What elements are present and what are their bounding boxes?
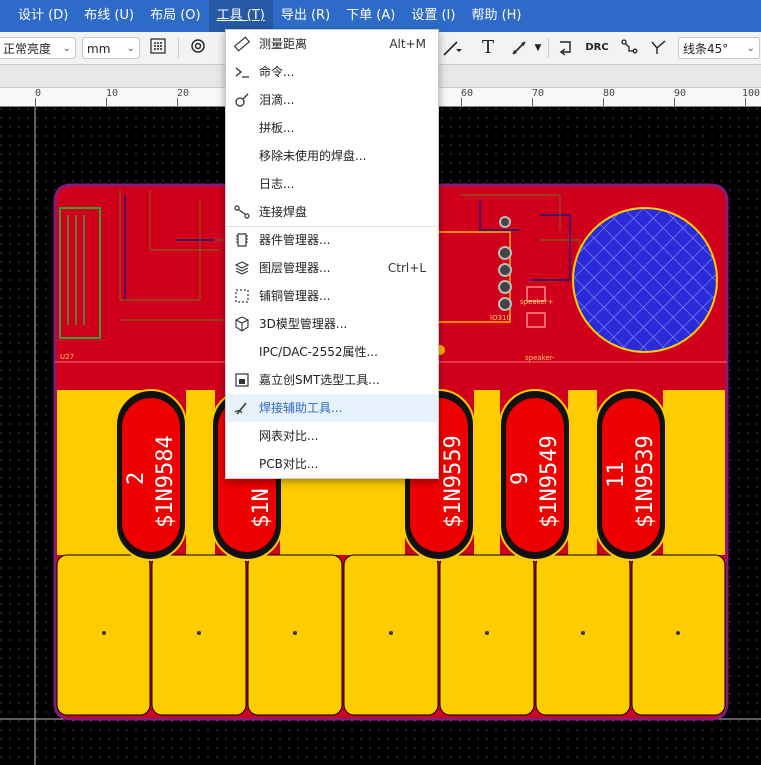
pad-net-label: $1N9549 xyxy=(537,435,562,528)
menu-item-shortcut: Ctrl+L xyxy=(388,254,426,282)
menu-export[interactable]: 导出 (R) xyxy=(273,0,338,32)
pad-number: 9 xyxy=(508,472,533,485)
menu-item-label: 嘉立创SMT选型工具... xyxy=(259,366,380,394)
import-changes-icon[interactable] xyxy=(556,38,576,58)
menu-item-label: 网表对比... xyxy=(259,422,318,450)
menu-item-label: 泪滴... xyxy=(259,86,294,114)
route-track-icon[interactable] xyxy=(619,38,639,58)
menu-item-teardrop[interactable]: 泪滴... xyxy=(226,86,438,114)
speaker-minus-label: speaker- xyxy=(525,354,555,362)
menu-item-label: 命令... xyxy=(259,58,294,86)
menu-item-label: PCB对比... xyxy=(259,450,318,478)
menu-bar: 设计 (D) 布线 (U) 布局 (O) 工具 (T) 导出 (R) 下单 (A… xyxy=(0,0,761,32)
ruler-tick-label: 20 xyxy=(177,88,189,99)
menu-tools[interactable]: 工具 (T) xyxy=(209,0,273,32)
terminal-icon xyxy=(234,64,250,80)
grid-icon[interactable] xyxy=(148,38,168,58)
menu-layout[interactable]: 布局 (O) xyxy=(142,0,209,32)
ruler-tick-label: 90 xyxy=(674,88,686,99)
menu-item-label: 移除未使用的焊盘... xyxy=(259,142,366,170)
dimension-tool-icon[interactable] xyxy=(510,38,530,58)
menu-item-label: 焊接辅助工具... xyxy=(259,394,342,422)
route-mode-select[interactable]: 线条45° ⌄ xyxy=(678,37,760,59)
chevron-down-icon: ⌄ xyxy=(127,38,135,60)
line-tool-icon[interactable] xyxy=(442,38,462,58)
menu-item-3d-model-manager[interactable]: 3D模型管理器... xyxy=(226,310,438,338)
menu-item-netlist-compare[interactable]: 网表对比... xyxy=(226,422,438,450)
pad-net-label: $1N xyxy=(249,488,274,528)
speaker-plus-label: speaker+ xyxy=(520,298,554,306)
toolbar-divider xyxy=(548,38,549,58)
brightness-value: 正常亮度 xyxy=(3,42,51,56)
pad-net-label: $1N9559 xyxy=(441,435,466,528)
menu-item-command[interactable]: 命令... xyxy=(226,58,438,86)
designator-u27: U27 xyxy=(60,353,74,361)
menu-item-component-manager[interactable]: 器件管理器... xyxy=(226,226,438,254)
drc-button[interactable]: DRC xyxy=(584,38,610,58)
menu-item-shortcut: Alt+M xyxy=(389,30,426,58)
menu-item-label: 图层管理器... xyxy=(259,254,330,282)
pad-number: 2 xyxy=(124,472,149,485)
brightness-select[interactable]: 正常亮度 ⌄ xyxy=(0,37,76,59)
menu-item-label: IPC/DAC-2552属性... xyxy=(259,338,378,366)
menu-item-log[interactable]: 日志... xyxy=(226,170,438,198)
tools-menu-dropdown: 测量距离 Alt+M 命令... 泪滴... 拼板... 移除未使用的焊盘...… xyxy=(225,29,439,479)
menu-help[interactable]: 帮助 (H) xyxy=(463,0,529,32)
snap-target-icon[interactable] xyxy=(188,38,208,58)
teardrop-icon xyxy=(234,92,250,108)
menu-item-copper-pour-manager[interactable]: 铺铜管理器... xyxy=(226,282,438,310)
menu-item-label: 铺铜管理器... xyxy=(259,282,330,310)
unit-value: mm xyxy=(87,42,110,56)
ruler-tick-label: 60 xyxy=(461,88,473,99)
smt-selection-icon xyxy=(234,372,250,388)
chevron-down-icon: ⌄ xyxy=(747,38,755,60)
menu-item-measure-distance[interactable]: 测量距离 Alt+M xyxy=(226,30,438,58)
unit-select[interactable]: mm ⌄ xyxy=(82,37,140,59)
menu-item-ipc-dac-properties[interactable]: IPC/DAC-2552属性... xyxy=(226,338,438,366)
ruler-icon xyxy=(234,36,250,52)
io-label: IO310 xyxy=(490,314,511,322)
ruler-tick-label: 70 xyxy=(532,88,544,99)
chevron-down-icon[interactable]: ▼ xyxy=(528,38,548,58)
ruler-tick-label: 80 xyxy=(603,88,615,99)
ruler-tick-label: 10 xyxy=(106,88,118,99)
connect-pads-icon xyxy=(234,204,250,220)
menu-item-connect-pads[interactable]: 连接焊盘 xyxy=(226,198,438,226)
menu-item-label: 器件管理器... xyxy=(259,226,330,254)
pad-net-label: $1N9584 xyxy=(153,435,178,528)
copper-pour-icon xyxy=(234,288,250,304)
toolbar-divider xyxy=(178,38,179,58)
menu-route[interactable]: 布线 (U) xyxy=(76,0,142,32)
pad-net-label: $1N9539 xyxy=(633,435,658,528)
chevron-down-icon: ⌄ xyxy=(63,38,71,60)
menu-item-panelize[interactable]: 拼板... xyxy=(226,114,438,142)
menu-item-label: 连接焊盘 xyxy=(259,198,307,226)
menu-item-layer-manager[interactable]: 图层管理器... Ctrl+L xyxy=(226,254,438,282)
menu-item-label: 测量距离 xyxy=(259,30,307,58)
menu-settings[interactable]: 设置 (I) xyxy=(403,0,463,32)
menu-item-label: 日志... xyxy=(259,170,294,198)
menu-order[interactable]: 下单 (A) xyxy=(338,0,403,32)
menu-item-label: 3D模型管理器... xyxy=(259,310,347,338)
menu-item-soldering-assistant[interactable]: 焊接辅助工具... xyxy=(226,394,438,422)
text-tool-icon[interactable]: T xyxy=(478,38,498,58)
menu-design[interactable]: 设计 (D) xyxy=(0,0,76,32)
component-manager-icon xyxy=(234,232,250,248)
pad-number: 11 xyxy=(604,462,629,489)
menu-item-label: 拼板... xyxy=(259,114,294,142)
soldering-assistant-icon xyxy=(234,400,250,416)
menu-item-remove-unused-pads[interactable]: 移除未使用的焊盘... xyxy=(226,142,438,170)
route-angle-icon[interactable] xyxy=(649,38,669,58)
3d-model-icon xyxy=(234,316,250,332)
route-mode-value: 线条45° xyxy=(683,42,728,56)
layer-manager-icon xyxy=(234,260,250,276)
menu-item-smt-selection-tool[interactable]: 嘉立创SMT选型工具... xyxy=(226,366,438,394)
menu-item-pcb-compare[interactable]: PCB对比... xyxy=(226,450,438,478)
